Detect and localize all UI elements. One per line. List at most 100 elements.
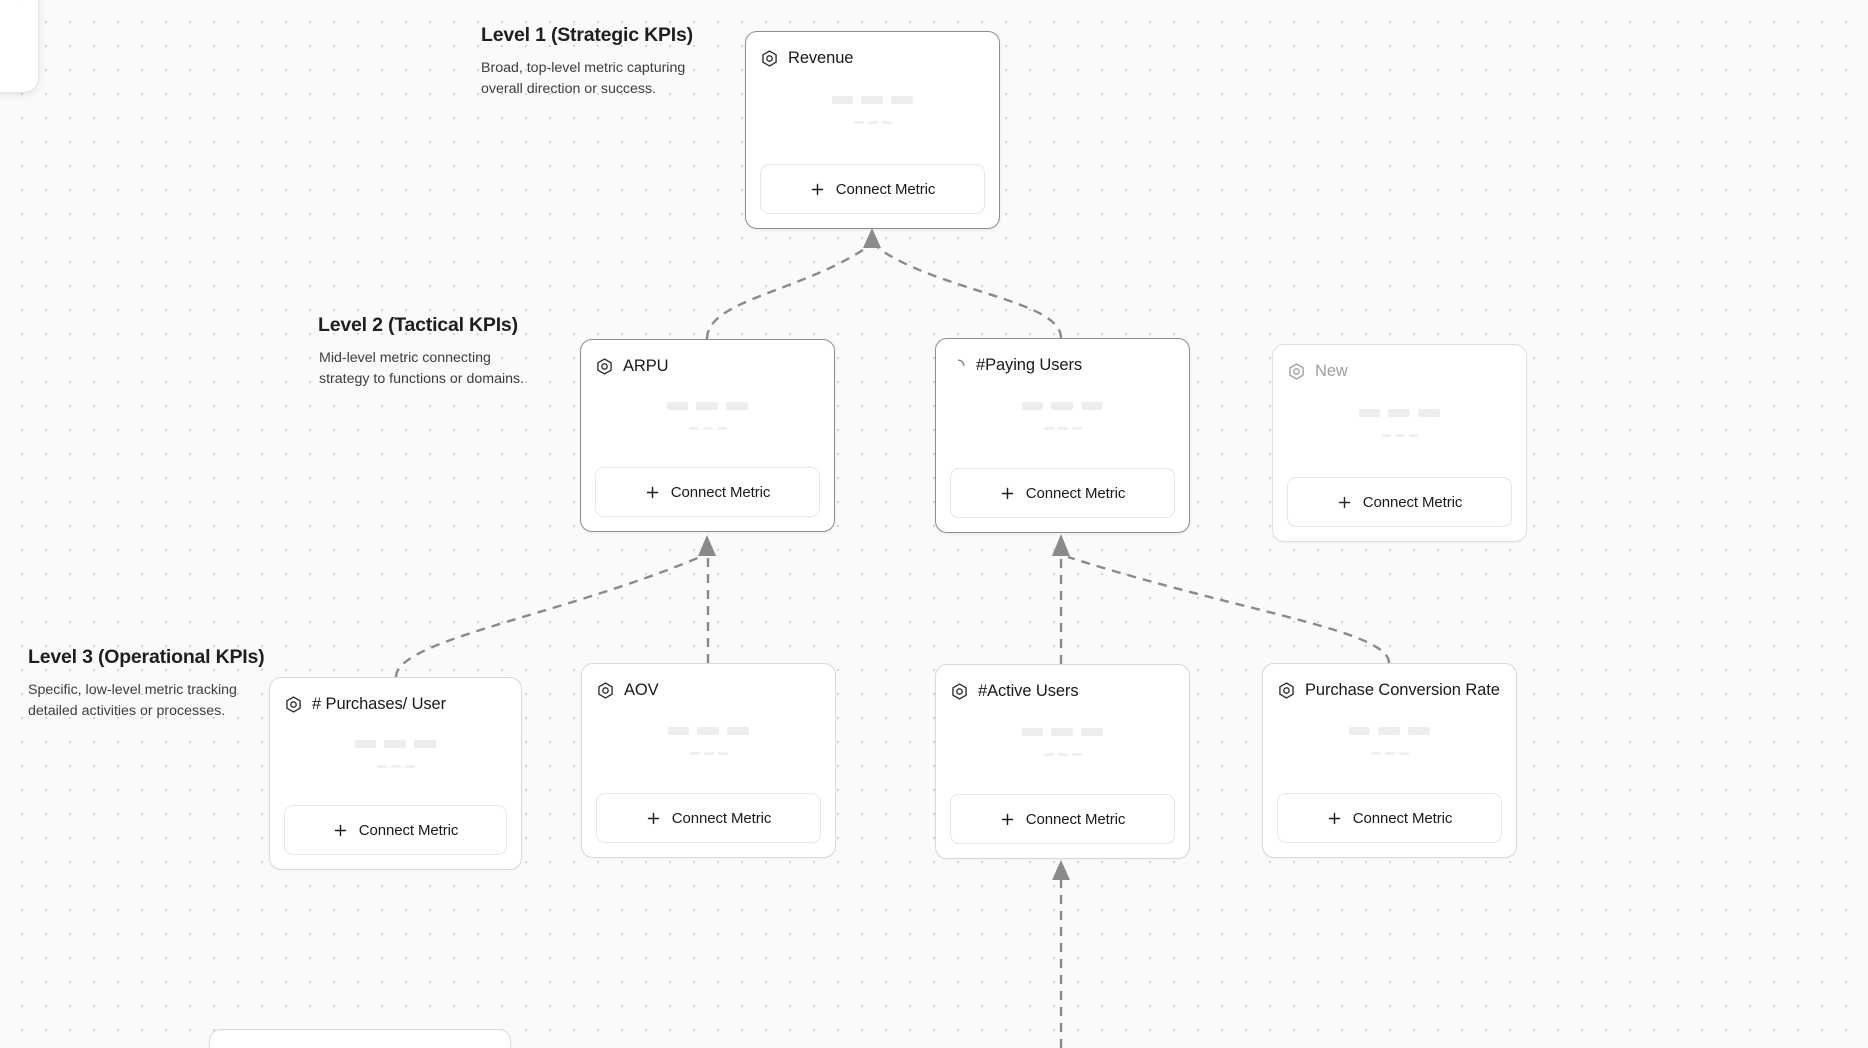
metric-card-arpu[interactable]: ARPU Connect Metric bbox=[580, 339, 835, 532]
metric-card-active-users[interactable]: #Active Users Connect Metric bbox=[935, 664, 1190, 859]
card-header: New bbox=[1287, 359, 1512, 383]
level-3-label: Level 3 (Operational KPIs) Specific, low… bbox=[28, 646, 265, 722]
metric-card-purchase-conversion-rate[interactable]: Purchase Conversion Rate Connect Metric bbox=[1262, 663, 1517, 858]
connect-metric-label: Connect Metric bbox=[1025, 810, 1126, 828]
level-3-title: Level 3 (Operational KPIs) bbox=[28, 646, 265, 668]
metric-card-purchases-per-user[interactable]: # Purchases/ User Connect Metric bbox=[269, 677, 522, 870]
card-title: New bbox=[1315, 361, 1348, 380]
plus-icon bbox=[1001, 813, 1013, 825]
skeleton-bar bbox=[716, 426, 727, 430]
skeleton-bar bbox=[832, 96, 853, 104]
skeleton-row-primary bbox=[355, 739, 436, 748]
level-1-label: Level 1 (Strategic KPIs) Broad, top-leve… bbox=[481, 24, 693, 100]
hexagon-target-icon bbox=[597, 357, 612, 375]
skeleton-bar bbox=[727, 726, 749, 735]
floating-toolbar-panel[interactable] bbox=[0, 0, 38, 92]
hexagon-target-icon bbox=[762, 49, 777, 67]
metric-card-paying-users[interactable]: #Paying Users Connect Metric bbox=[935, 338, 1190, 533]
connect-metric-label: Connect Metric bbox=[1025, 484, 1126, 502]
skeleton-bar bbox=[414, 739, 436, 748]
edge-arrow-revenue-left bbox=[863, 228, 881, 248]
connect-metric-label: Connect Metric bbox=[358, 821, 459, 839]
skeleton-row-primary bbox=[668, 726, 749, 735]
skeleton-bar bbox=[1057, 752, 1068, 756]
skeleton-bar bbox=[1022, 401, 1043, 410]
skeleton-bar bbox=[1359, 409, 1380, 417]
skeleton-bar bbox=[1043, 426, 1054, 430]
cursor-pointer-icon bbox=[21, 0, 22, 1]
skeleton-bar bbox=[1081, 727, 1103, 736]
plus-icon bbox=[811, 183, 823, 195]
card-body-skeleton bbox=[1287, 383, 1512, 477]
skeleton-bar bbox=[861, 96, 883, 104]
skeleton-bar bbox=[355, 739, 376, 748]
card-body-skeleton bbox=[1277, 702, 1502, 793]
plus-icon bbox=[334, 824, 346, 836]
metric-card-revenue[interactable]: Revenue Connect Metric bbox=[745, 31, 1000, 229]
skeleton-row-secondary bbox=[1043, 752, 1082, 756]
level-1-description: Broad, top-level metric capturing overal… bbox=[481, 60, 686, 98]
connect-metric-button[interactable]: Connect Metric bbox=[760, 164, 985, 214]
metric-card-new[interactable]: New Connect Metric bbox=[1272, 344, 1527, 542]
connect-metric-button[interactable]: Connect Metric bbox=[1287, 477, 1512, 527]
connect-metric-label: Connect Metric bbox=[835, 180, 936, 198]
skeleton-bar bbox=[404, 764, 415, 768]
skeleton-bar bbox=[1071, 752, 1082, 756]
skeleton-bar bbox=[1043, 752, 1054, 756]
edge-arrow-paying bbox=[1052, 534, 1070, 556]
plus-icon bbox=[647, 812, 659, 824]
metric-card-offscreen-bottom[interactable] bbox=[209, 1029, 511, 1048]
card-title: Purchase Conversion Rate bbox=[1305, 680, 1500, 699]
skeleton-row-secondary bbox=[688, 426, 727, 430]
skeleton-row-primary bbox=[667, 401, 748, 410]
connect-metric-button[interactable]: Connect Metric bbox=[1277, 793, 1502, 843]
skeleton-bar bbox=[384, 739, 406, 748]
card-header: ARPU bbox=[595, 354, 820, 378]
skeleton-row-secondary bbox=[1370, 751, 1409, 755]
connect-metric-button[interactable]: Connect Metric bbox=[284, 805, 507, 855]
skeleton-bar bbox=[1370, 751, 1381, 755]
card-header: #Paying Users bbox=[950, 353, 1175, 377]
skeleton-bar bbox=[1388, 409, 1410, 417]
skeleton-bar bbox=[891, 96, 913, 104]
plus-icon bbox=[1001, 487, 1013, 499]
skeleton-bar bbox=[1398, 751, 1409, 755]
card-header: Purchase Conversion Rate bbox=[1277, 678, 1502, 702]
spinner-icon bbox=[957, 358, 965, 366]
level-2-title: Level 2 (Tactical KPIs) bbox=[318, 314, 518, 336]
skeleton-row-primary bbox=[1349, 726, 1430, 735]
card-body-skeleton bbox=[950, 377, 1175, 468]
level-2-description: Mid-level metric connecting strategy to … bbox=[319, 350, 525, 388]
skeleton-bar bbox=[1071, 426, 1082, 430]
skeleton-row-primary bbox=[832, 96, 913, 104]
connect-metric-label: Connect Metric bbox=[1352, 809, 1453, 827]
connect-metric-label: Connect Metric bbox=[1362, 493, 1463, 511]
card-title: #Paying Users bbox=[976, 355, 1082, 374]
skeleton-bar bbox=[1384, 751, 1395, 755]
skeleton-bar bbox=[1408, 434, 1419, 437]
connect-metric-button[interactable]: Connect Metric bbox=[596, 793, 821, 843]
card-header: AOV bbox=[596, 678, 821, 702]
card-body-skeleton bbox=[760, 70, 985, 164]
connect-metric-button[interactable]: Connect Metric bbox=[950, 794, 1175, 844]
edge-arrow-active bbox=[1052, 860, 1070, 880]
skeleton-bar bbox=[726, 401, 748, 410]
skeleton-row-primary bbox=[1022, 401, 1103, 410]
skeleton-bar bbox=[702, 426, 713, 430]
connect-metric-label: Connect Metric bbox=[670, 483, 771, 501]
card-title: # Purchases/ User bbox=[312, 694, 447, 713]
skeleton-row-secondary bbox=[376, 764, 415, 768]
metric-card-aov[interactable]: AOV Connect Metric bbox=[581, 663, 836, 858]
skeleton-bar bbox=[376, 764, 387, 768]
edge-conversion-paying bbox=[1067, 555, 1391, 664]
connect-metric-button[interactable]: Connect Metric bbox=[595, 467, 820, 517]
skeleton-bar bbox=[1394, 434, 1405, 437]
hexagon-target-icon bbox=[1279, 681, 1294, 699]
connect-metric-button[interactable]: Connect Metric bbox=[950, 468, 1175, 518]
plus-icon bbox=[1328, 812, 1340, 824]
skeleton-bar bbox=[668, 726, 689, 735]
card-title: Revenue bbox=[788, 48, 854, 67]
skeleton-bar bbox=[689, 751, 700, 755]
skeleton-bar bbox=[881, 121, 892, 124]
